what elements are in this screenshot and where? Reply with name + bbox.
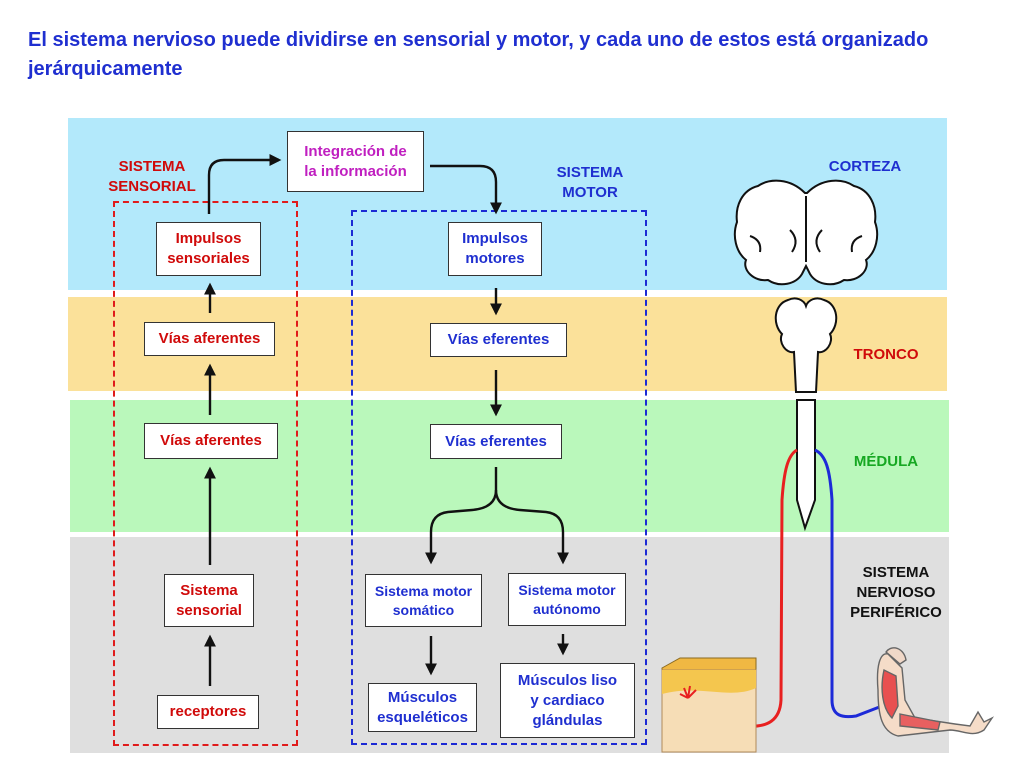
sensory-arrows — [204, 154, 282, 686]
page-title: El sistema nervioso puede dividirse en s… — [28, 29, 929, 80]
somatic-motor-box: Sistema motor somático — [365, 574, 482, 627]
motor-system-label: SISTEMA MOTOR — [556, 164, 624, 201]
medula-label: MÉDULA — [853, 453, 919, 470]
spinal-cord-icon — [796, 399, 816, 532]
brainstem-icon — [774, 297, 838, 393]
motor-nerve-line — [814, 448, 883, 719]
receptors-box: receptores — [157, 695, 259, 729]
brain-icon — [733, 179, 879, 286]
efferent-pathways-box-1: Vías eferentes — [430, 323, 567, 357]
sensory-system-label: SISTEMA SENSORIAL — [108, 158, 196, 195]
motor-arrows — [425, 164, 569, 676]
skeletal-muscles-box: Músculos esqueléticos — [368, 683, 477, 732]
arrow-branch-somatic — [425, 467, 498, 565]
skin-receptor-icon — [661, 657, 757, 753]
autonomic-motor-box: Sistema motor autónomo — [508, 573, 626, 626]
arrow-from-integration — [430, 164, 502, 215]
integration-box: Integración de la información — [287, 131, 424, 192]
efferent-pathways-box-2: Vías eferentes — [430, 424, 562, 459]
corteza-label: CORTEZA — [828, 158, 902, 175]
afferent-pathways-box-2: Vías aferentes — [144, 423, 278, 459]
arm-muscle-icon — [876, 647, 995, 737]
sensory-system-box: Sistema sensorial — [164, 574, 254, 627]
arrow-branch-autonomic — [494, 489, 569, 565]
peripheral-system-label: SISTEMA NERVIOSO PERIFÉRICO — [850, 564, 942, 621]
sensory-system-frame — [113, 201, 298, 746]
smooth-cardiac-glands-box: Músculos liso y cardiaco glándulas — [500, 663, 635, 738]
sensory-impulses-box: Impulsos sensoriales — [156, 222, 261, 276]
motor-impulses-box: Impulsos motores — [448, 222, 542, 276]
arrow-to-integration — [207, 154, 282, 214]
afferent-pathways-box-1: Vías aferentes — [144, 322, 275, 356]
tronco-label: TRONCO — [853, 346, 919, 363]
